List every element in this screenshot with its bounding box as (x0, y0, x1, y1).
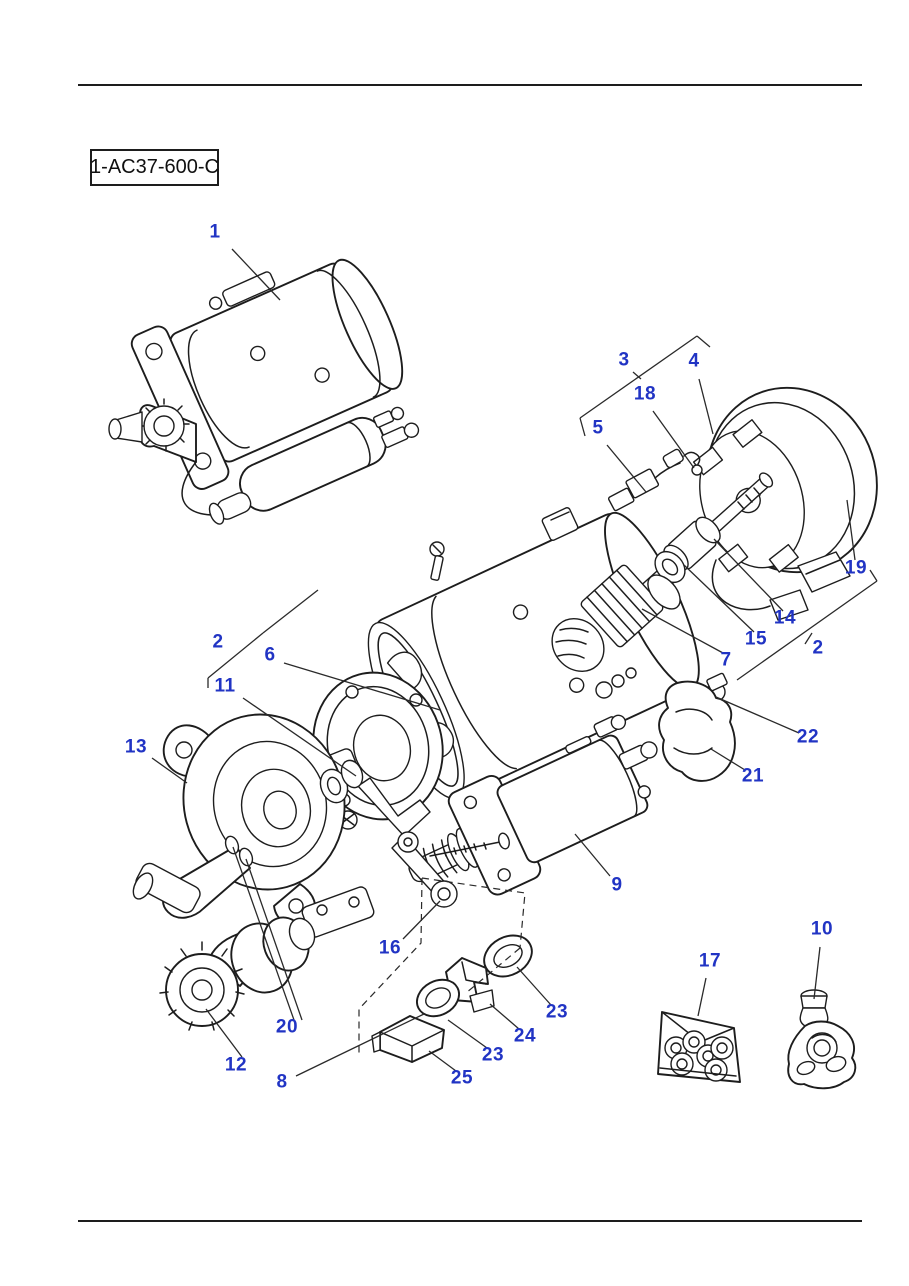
callout-9: 9 (611, 874, 623, 896)
leader-line (151, 757, 188, 784)
leader-line (579, 417, 586, 437)
drive-end-bracket-illustration (132, 713, 375, 938)
figure-code-box: 1-AC37-600-C (90, 149, 219, 186)
leader-line (207, 632, 264, 679)
callout-20: 20 (275, 1016, 299, 1038)
brush-and-spring-illustration (608, 448, 703, 512)
callout-16: 16 (378, 937, 402, 959)
leader-line (262, 589, 319, 634)
leader-line (231, 248, 281, 301)
callout-17: 17 (698, 950, 722, 972)
callout-22: 22 (796, 726, 820, 748)
callout-10: 10 (810, 918, 834, 940)
callout-24: 24 (513, 1025, 537, 1047)
leader-line (804, 632, 813, 645)
callout-15: 15 (744, 628, 768, 650)
engagement-lever-illustration (338, 777, 510, 908)
leader-line-group (151, 248, 878, 1077)
callout-5: 5 (592, 417, 604, 439)
callout-3: 3 (618, 349, 630, 371)
leader-line (652, 410, 695, 469)
leader-line (698, 378, 714, 435)
callout-7: 7 (720, 649, 732, 671)
leader-line (447, 1019, 488, 1049)
armature-illustration (551, 472, 774, 672)
top-rule (78, 84, 862, 86)
callout-2: 2 (812, 637, 824, 659)
callout-1: 1 (209, 221, 221, 243)
leader-line (402, 900, 441, 940)
leader-line (242, 697, 357, 777)
leader-line (710, 748, 746, 771)
leader-line (295, 1013, 425, 1077)
callout-19: 19 (844, 557, 868, 579)
callout-4: 4 (688, 350, 700, 372)
leader-line (697, 977, 707, 1017)
leader-line (736, 580, 878, 681)
washer-packet-illustration (657, 1011, 741, 1083)
callout-2: 2 (212, 631, 224, 653)
leader-line (683, 564, 755, 633)
leader-line (245, 858, 303, 1021)
callout-21: 21 (741, 765, 765, 787)
leader-line (715, 696, 800, 734)
rubber-mount-illustration (658, 672, 736, 782)
callout-12: 12 (224, 1054, 248, 1076)
kit-boundary-dashed-line (358, 877, 423, 1057)
leader-line (428, 1050, 457, 1072)
callout-25: 25 (450, 1067, 474, 1089)
leader-line (869, 569, 878, 582)
callout-6: 6 (264, 644, 276, 666)
leader-line (696, 335, 711, 348)
leader-line (846, 499, 856, 561)
kit-boundary-group (358, 877, 526, 1057)
parts-bag-illustration (787, 989, 857, 1090)
leader-line (205, 1008, 243, 1058)
leader-line (283, 662, 441, 711)
callout-23: 23 (481, 1044, 505, 1066)
leader-line (606, 444, 647, 493)
end-cap-illustration (692, 386, 878, 621)
leader-line (489, 1003, 520, 1030)
callout-8: 8 (276, 1071, 288, 1093)
leader-line (574, 833, 611, 877)
leader-line (579, 335, 698, 419)
callout-13: 13 (124, 736, 148, 758)
callout-23: 23 (545, 1001, 569, 1023)
bottom-rule (78, 1220, 862, 1222)
leader-line (713, 538, 784, 612)
callout-11: 11 (214, 675, 236, 697)
leader-line (641, 608, 724, 654)
leader-line (232, 846, 295, 1021)
drive-pinion-illustration (159, 916, 316, 1031)
callout-18: 18 (633, 383, 657, 405)
leader-line (516, 966, 552, 1006)
figure-code-label: 1-AC37-600-C (90, 156, 219, 178)
leader-line (632, 371, 642, 380)
leader-line (813, 946, 821, 1000)
callout-14: 14 (773, 607, 797, 629)
